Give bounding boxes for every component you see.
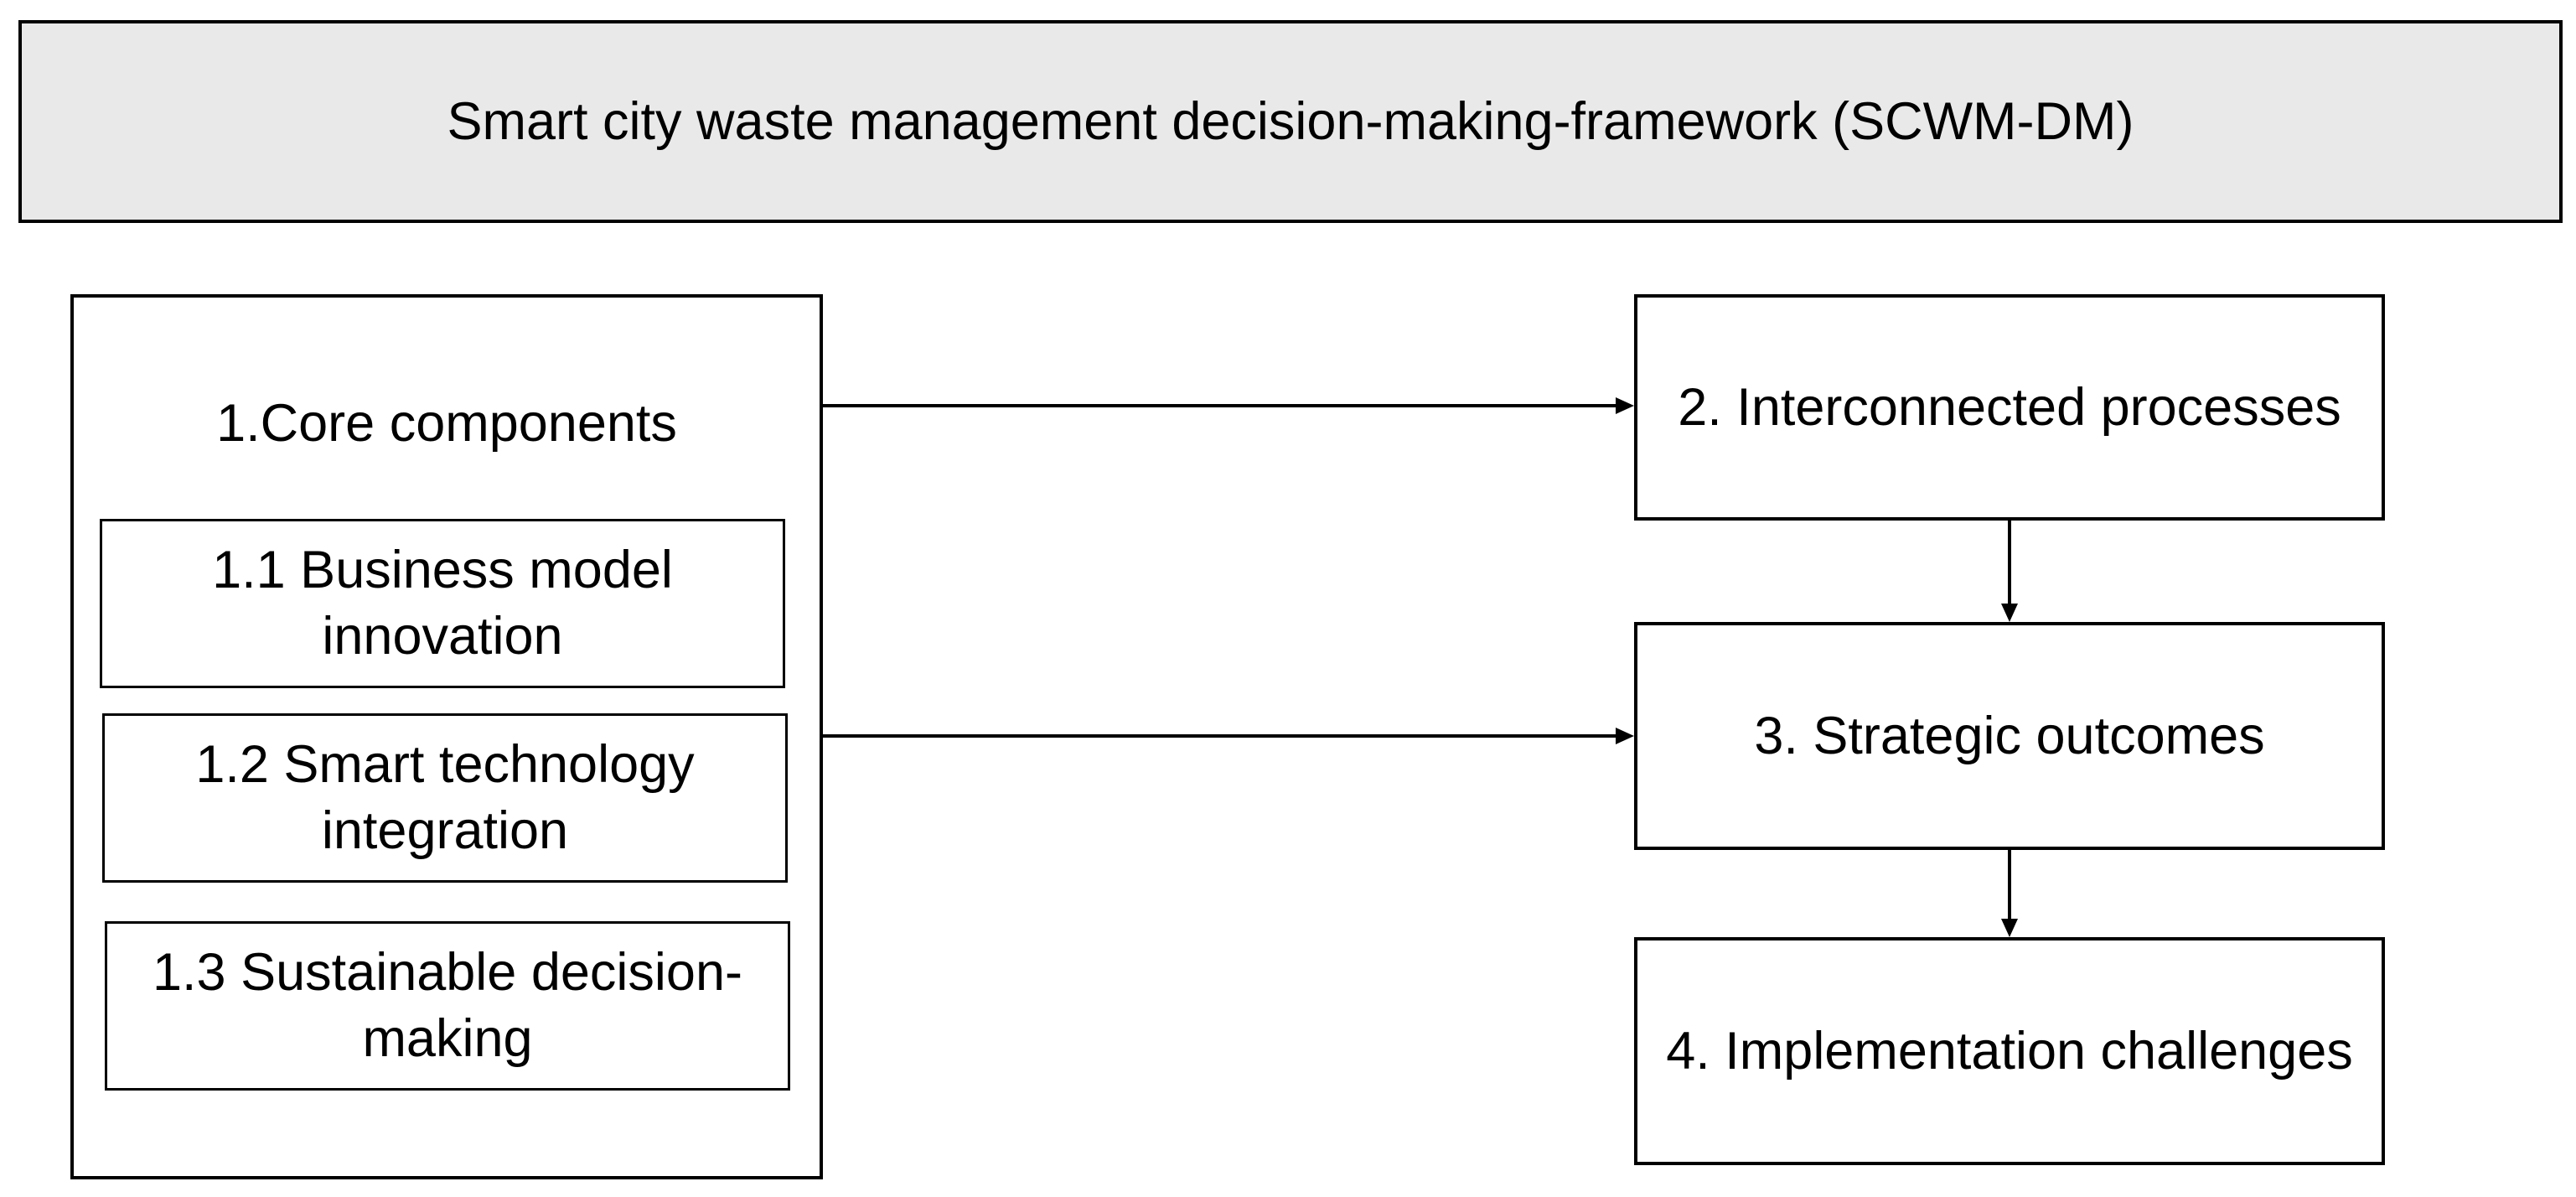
core-components-heading: 1.Core components <box>216 394 677 453</box>
framework-title: Smart city waste management decision-mak… <box>447 92 2134 151</box>
business-model-innovation-label: 1.1 Business model innovation <box>212 541 673 666</box>
business-model-innovation-box: 1.1 Business model innovation <box>100 519 785 688</box>
strategic-outcomes-box: 3. Strategic outcomes <box>1634 622 2385 850</box>
smart-technology-integration-label: 1.2 Smart technology integration <box>195 735 695 860</box>
arrowhead-processes <box>1616 397 1634 414</box>
implementation-challenges-box: 4. Implementation challenges <box>1634 937 2385 1165</box>
sustainable-decision-making-label: 1.3 Sustainable decision-making <box>153 943 742 1068</box>
interconnected-processes-label: 2. Interconnected processes <box>1678 377 2341 437</box>
framework-title-box: Smart city waste management decision-mak… <box>18 20 2563 223</box>
arrowhead-challenges-down <box>2001 919 2018 937</box>
implementation-challenges-label: 4. Implementation challenges <box>1666 1021 2353 1080</box>
sustainable-decision-making-box: 1.3 Sustainable decision-making <box>105 921 790 1091</box>
strategic-outcomes-label: 3. Strategic outcomes <box>1754 706 2265 765</box>
arrowhead-outcomes <box>1616 728 1634 744</box>
arrowhead-processes-down <box>2001 604 2018 622</box>
smart-technology-integration-box: 1.2 Smart technology integration <box>102 713 788 883</box>
interconnected-processes-box: 2. Interconnected processes <box>1634 294 2385 521</box>
